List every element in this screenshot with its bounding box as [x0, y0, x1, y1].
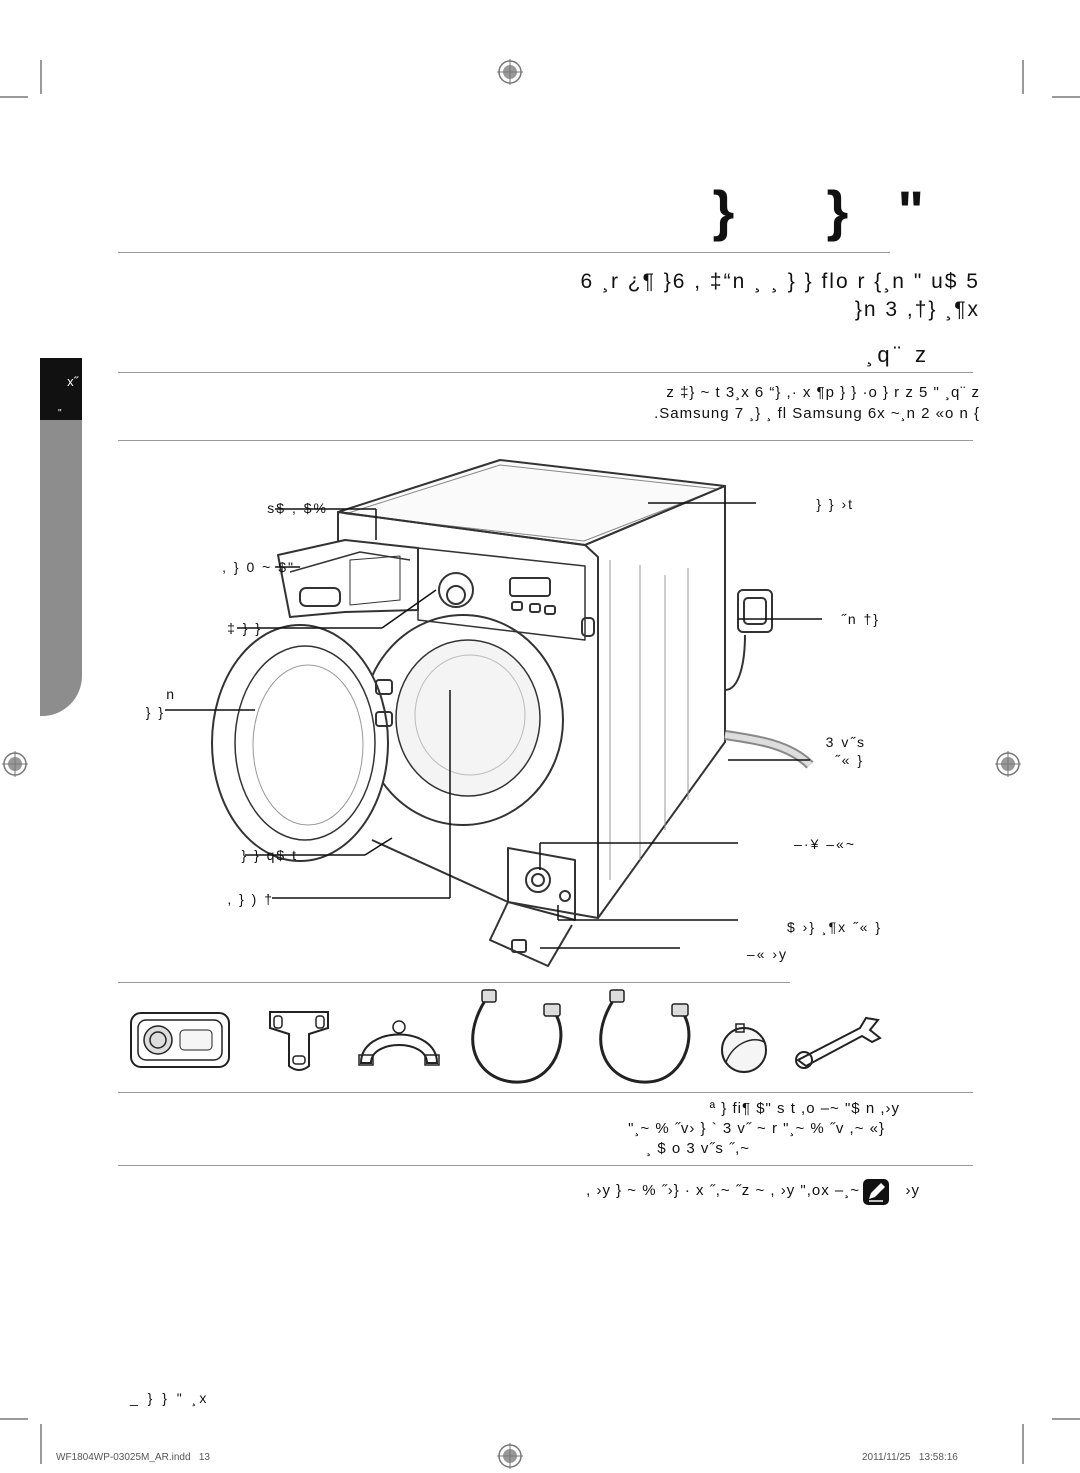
cap-icon: [721, 1023, 767, 1073]
bolt-spanner-icon: [269, 1011, 329, 1071]
label-drawer-compartment: , } 0 ~ $": [222, 559, 295, 575]
crop-mark: [0, 1418, 28, 1420]
label-filter-cover: –« ›y: [746, 946, 788, 962]
note-divider: [118, 1165, 973, 1166]
registration-mark-top: [497, 59, 523, 85]
filter-icon: [130, 1012, 230, 1068]
crop-mark: [40, 1424, 42, 1464]
crop-mark: [1022, 60, 1024, 94]
wrench-icon: [795, 1016, 882, 1069]
note-text: , ›y } ~ % ˝›} · x ˝,~ ˝z ~ , ›y ",ox –¸…: [586, 1182, 860, 1199]
section-text-1: z ‡} ~ t 3¸x 6 “} ,· x ¶p } } ·o } r z 5…: [666, 384, 980, 401]
side-tab-active: x˝: [40, 358, 82, 420]
crop-mark: [40, 60, 42, 94]
accessories-caption-1: ª } fi¶ $" s t ,o –~ "$ n ,›y: [709, 1100, 900, 1117]
crop-mark: [1052, 1418, 1080, 1420]
crop-mark: [1052, 96, 1080, 98]
label-detergent-drawer: s$ , $%: [267, 500, 328, 516]
label-drum: , } ) †: [227, 891, 274, 907]
footer-section-name: _ } } " ¸x: [130, 1390, 210, 1406]
section-heading: ¸q¨ z: [866, 342, 930, 367]
section-divider: [118, 372, 973, 373]
label-drain-hose: 3 v˝s: [825, 734, 866, 750]
label-power-plug: ˝n †}: [841, 611, 880, 627]
page-title: } } ": [712, 179, 930, 242]
side-tab-text: x˝: [67, 374, 78, 389]
hose-icon: [599, 989, 691, 1084]
label-worktop: } } ›t: [816, 496, 854, 512]
title-divider: [118, 252, 890, 253]
side-tab-mark: ": [58, 408, 62, 419]
registration-mark-bottom: [497, 1443, 523, 1469]
intro-line-1: 6 ¸r ¿¶ }6 , ‡“n ¸ ¸ } } flo r {¸n " u$ …: [580, 270, 980, 293]
label-front-panel: } } q$ t: [241, 847, 298, 863]
label-drain-hose-2: ˝« }: [834, 752, 864, 768]
hose-guide-icon: [358, 1020, 440, 1066]
registration-mark-left: [2, 751, 28, 777]
accessories-divider: [118, 982, 790, 983]
note-tail: ›y: [905, 1182, 920, 1199]
note-icon: [863, 1179, 889, 1205]
label-door: } }: [145, 704, 165, 720]
label-filter: –·¥ –«~: [794, 836, 856, 852]
registration-mark-right: [995, 751, 1021, 777]
crop-mark: [1022, 1424, 1024, 1464]
accessories-caption-3: ¸ $ o 3 v˝s ˝,~: [646, 1140, 750, 1157]
print-file-name: WF1804WP-03025M_AR.indd 13: [56, 1452, 210, 1463]
print-timestamp: 2011/11/25 13:58:16: [862, 1452, 958, 1463]
label-door-top: n: [166, 686, 176, 702]
label-control-panel: ‡ } }: [227, 620, 262, 636]
crop-mark: [0, 96, 28, 98]
intro-line-2: }n 3 ,†} ¸¶x: [854, 298, 980, 321]
hose-icon: [471, 989, 563, 1084]
accessories-bottom-divider: [118, 1092, 973, 1093]
accessories-caption-2: "¸~ % ˝v› } ` 3 v˝ ~ r "¸~ % ˝v ,~ «}: [628, 1120, 885, 1137]
section-text-2: .Samsung 7 ¸} ¸ fl Samsung 6x ~¸n 2 «o n…: [654, 405, 980, 422]
washing-machine-diagram: [165, 459, 822, 967]
side-tab-inactive: ": [40, 408, 82, 716]
diagram-top-divider: [118, 440, 973, 441]
label-emergency-drain: $ ›} ¸¶x ˝« }: [787, 919, 882, 935]
